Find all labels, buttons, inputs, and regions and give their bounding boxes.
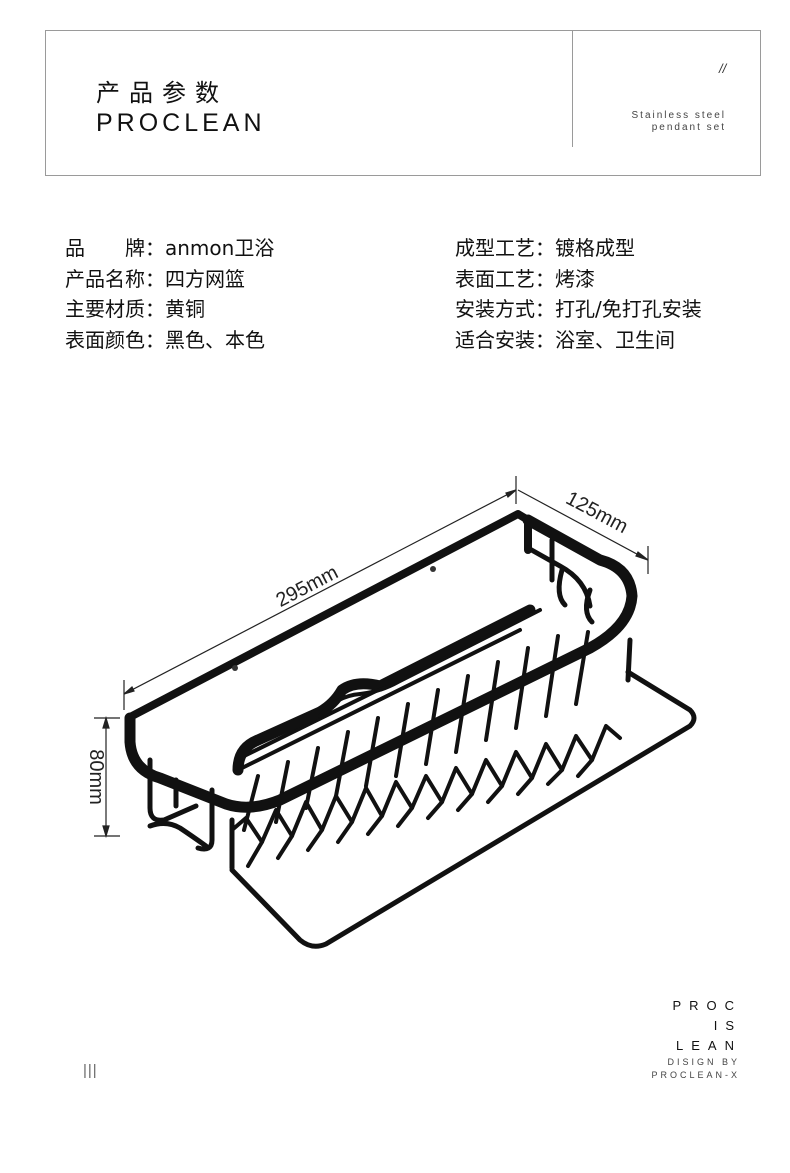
spec-row-brand: 品 牌：anmon卫浴 <box>65 233 274 264</box>
dimension-depth-label: 125mm <box>562 487 631 538</box>
spec-value: 镀格成型 <box>555 233 635 264</box>
header-divider <box>572 31 573 147</box>
spec-row-forming: 成型工艺：镀格成型 <box>455 233 702 264</box>
spec-label: 适合安装： <box>455 325 555 356</box>
spec-label: 主要材质： <box>65 294 165 325</box>
spec-row-install-method: 安装方式：打孔/免打孔安装 <box>455 294 702 325</box>
dimension-length <box>124 476 516 710</box>
spec-row-product-name: 产品名称：四方网篮 <box>65 264 274 295</box>
product-illustration: 295mm 125mm 80mm <box>0 470 790 970</box>
spec-label: 表面工艺： <box>455 264 555 295</box>
brand-credit-line-2: PROCLEAN-X <box>651 1069 740 1082</box>
spec-row-material: 主要材质：黄铜 <box>65 294 274 325</box>
page-title-cn: 产品参数 <box>96 73 228 108</box>
spec-label: 表面颜色： <box>65 325 165 356</box>
spec-value: 四方网篮 <box>165 264 245 295</box>
slash-mark: // <box>719 61 726 76</box>
spec-label: 成型工艺： <box>455 233 555 264</box>
tagline-line-2: pendant set <box>632 122 726 134</box>
spec-label: 安装方式： <box>455 294 555 325</box>
page-title-en: PROCLEAN <box>96 109 266 138</box>
spec-row-color: 表面颜色：黑色、本色 <box>65 325 274 356</box>
dimension-height-label: 80mm <box>85 749 107 805</box>
brand-logo: PROC IS LEAN <box>672 996 742 1056</box>
spec-label: 产品名称： <box>65 264 165 295</box>
spec-label: 品 牌： <box>65 233 165 264</box>
spec-list-right: 成型工艺：镀格成型 表面工艺：烤漆 安装方式：打孔/免打孔安装 适合安装：浴室、… <box>455 233 702 355</box>
tagline: Stainless steel pendant set <box>632 110 726 134</box>
spec-value: 黄铜 <box>165 294 205 325</box>
brand-line-1: PROC <box>672 996 742 1016</box>
spec-value: 浴室、卫生间 <box>555 325 675 356</box>
spec-row-surface: 表面工艺：烤漆 <box>455 264 702 295</box>
spec-list-left: 品 牌：anmon卫浴 产品名称：四方网篮 主要材质：黄铜 表面颜色：黑色、本色 <box>65 233 274 355</box>
header-box: 产品参数 PROCLEAN // Stainless steel pendant… <box>45 30 761 176</box>
page-mark: ||| <box>83 1062 98 1079</box>
spec-value: 烤漆 <box>555 264 595 295</box>
brand-line-3: LEAN <box>672 1036 742 1056</box>
basket-back-plate <box>132 514 528 716</box>
spec-value: 打孔/免打孔安装 <box>555 294 702 325</box>
tagline-line-1: Stainless steel <box>632 110 726 122</box>
spec-row-install-place: 适合安装：浴室、卫生间 <box>455 325 702 356</box>
brand-credit: DISIGN BY PROCLEAN-X <box>651 1056 740 1082</box>
spec-value: 黑色、本色 <box>165 325 265 356</box>
brand-credit-line-1: DISIGN BY <box>651 1056 740 1069</box>
spec-value: anmon卫浴 <box>165 233 274 264</box>
brand-line-2: IS <box>672 1016 742 1036</box>
